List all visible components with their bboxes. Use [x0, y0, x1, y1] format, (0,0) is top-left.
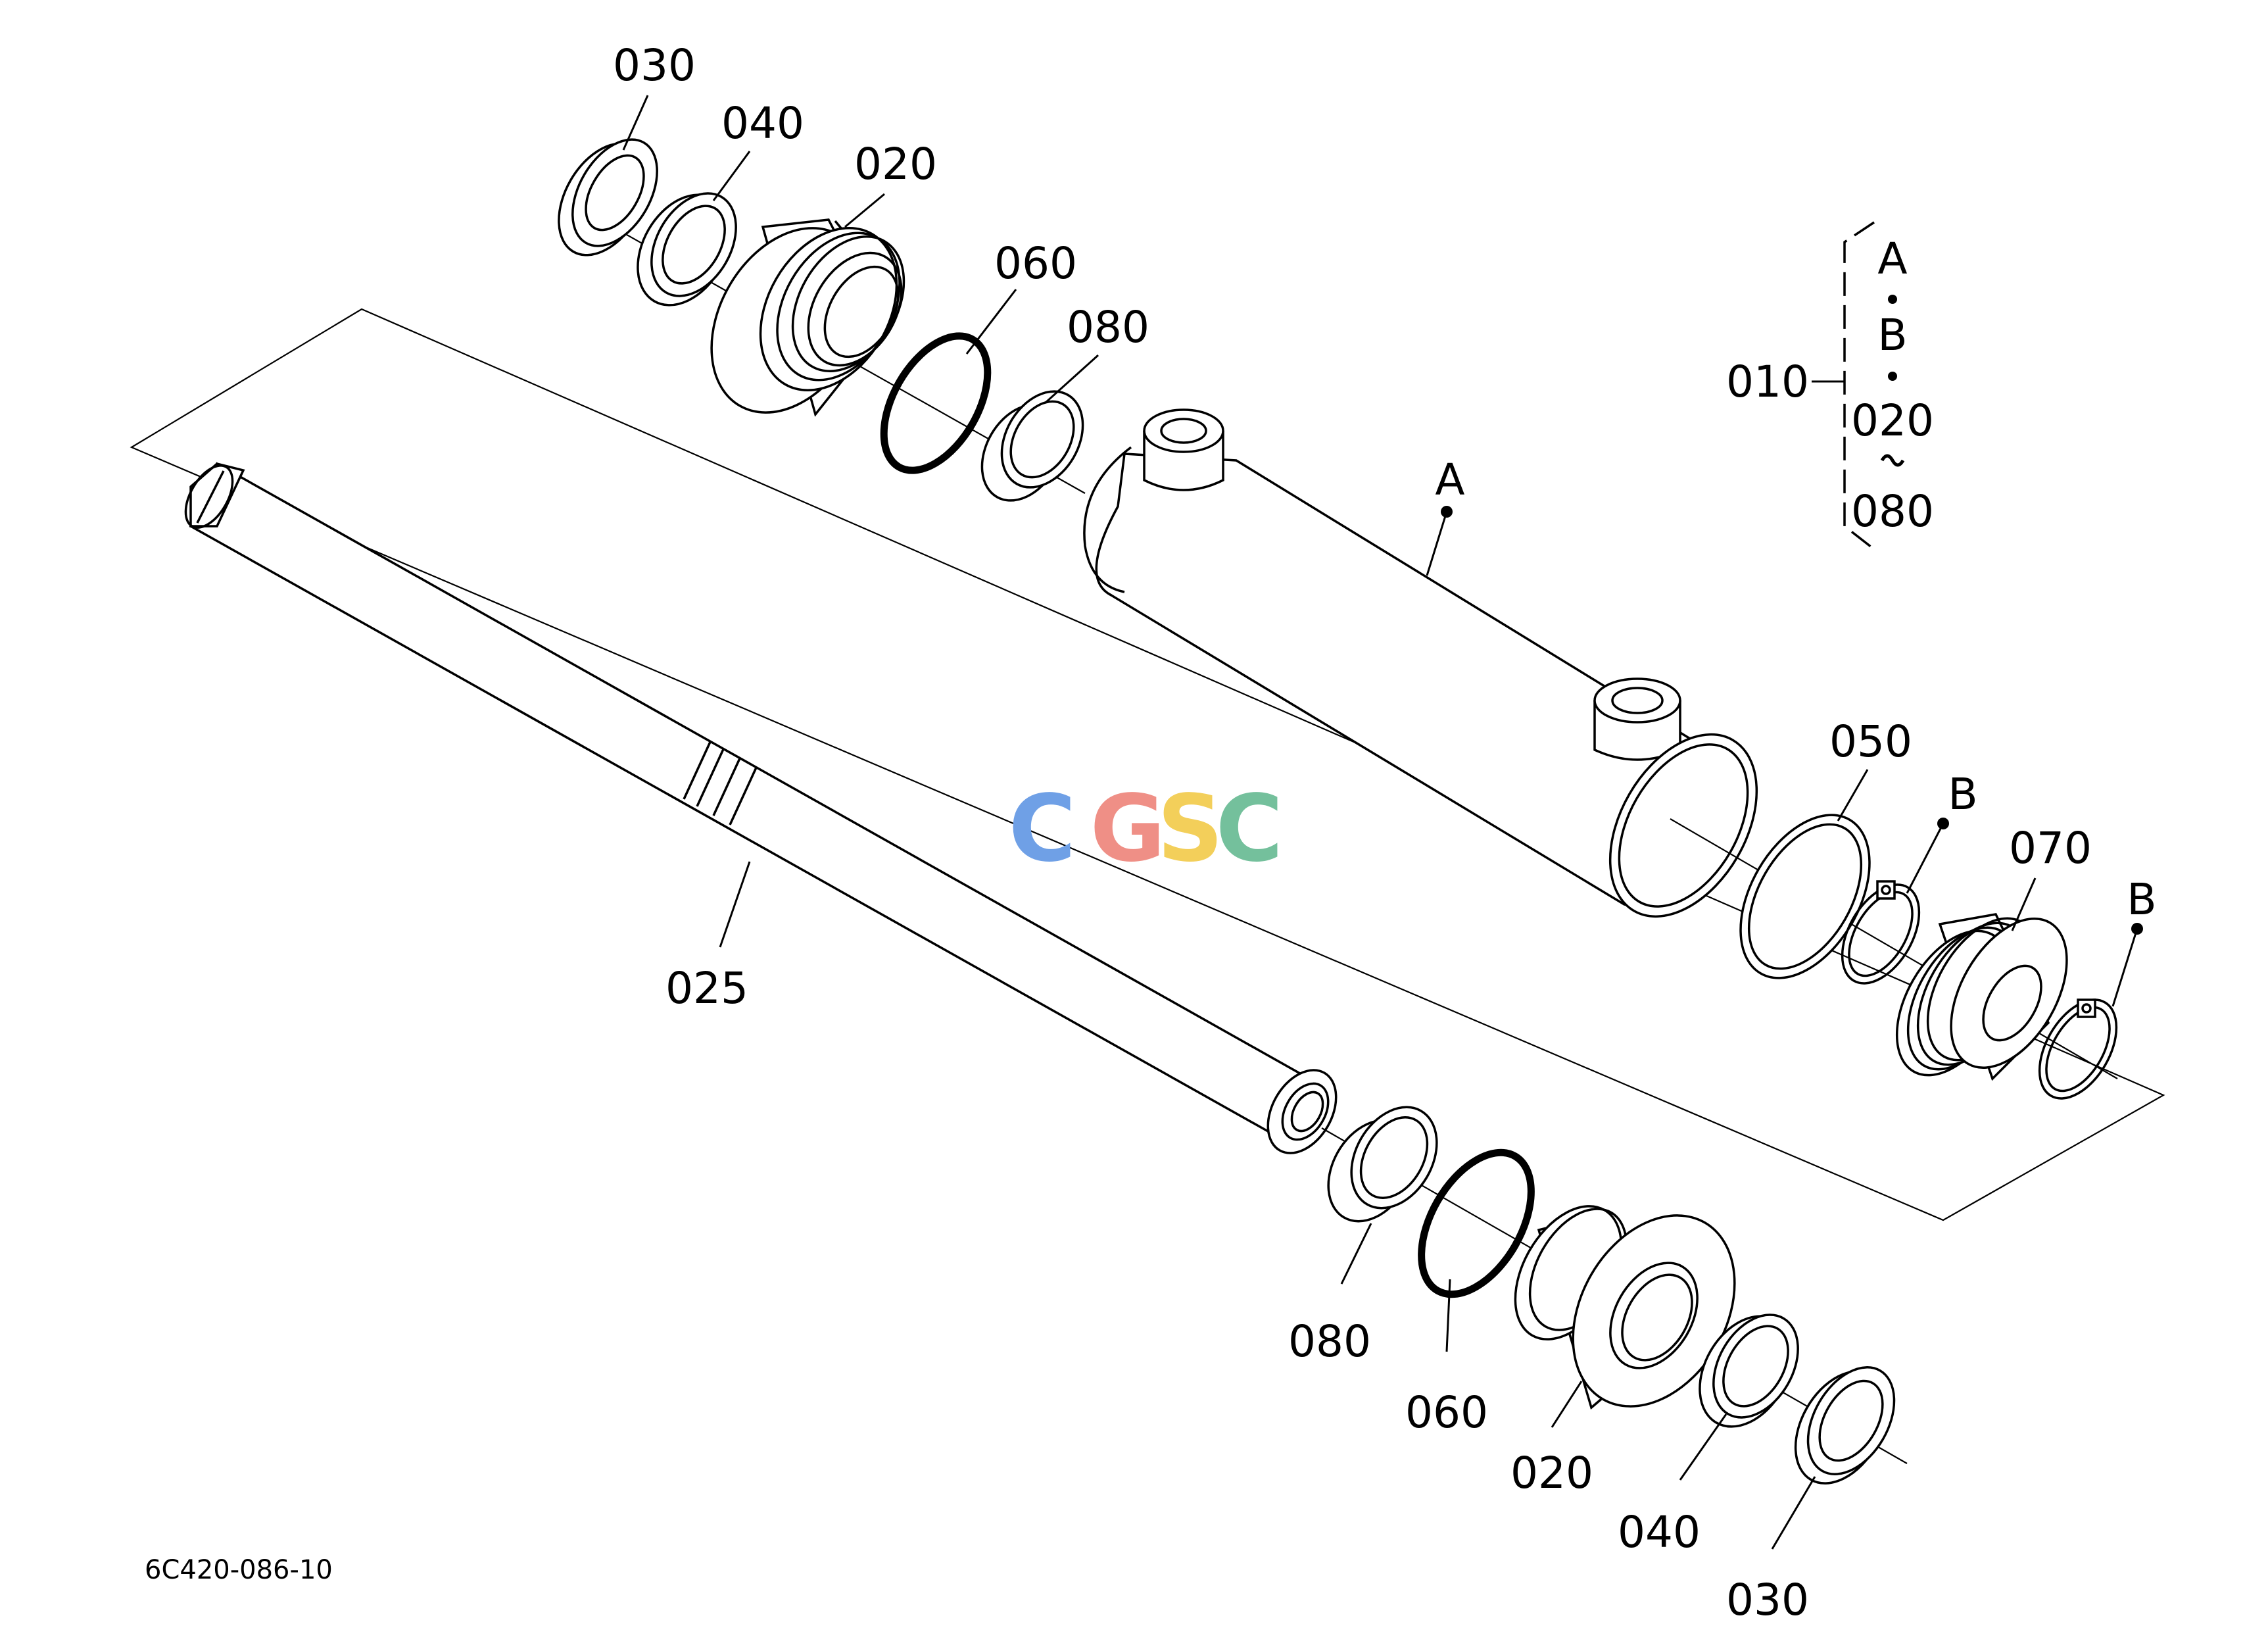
- label-top-040: 040: [721, 98, 804, 149]
- part-b-snap-ring-1: [1841, 880, 1921, 985]
- label-top-030: 030: [613, 40, 696, 91]
- callout-labels: 030 040 020 060 080 A 025 050 B 070 B 08…: [613, 40, 2157, 1625]
- label-seal-050: 050: [1829, 716, 1912, 767]
- assembly-line-080: 080: [1851, 486, 1934, 537]
- watermark-letter-4: C: [1216, 775, 1284, 883]
- part-b-snap-ring-2: [2038, 998, 2118, 1100]
- leader-lines: [622, 95, 2143, 1550]
- label-ring-b-1: B: [1948, 769, 1977, 820]
- right-axis-line: [1670, 818, 2118, 1079]
- label-bottom-020: 020: [1510, 1448, 1593, 1498]
- label-piston-070: 070: [2009, 823, 2092, 873]
- watermark-letter-3: S: [1157, 775, 1224, 883]
- assembly-part-label: 010: [1726, 356, 1809, 407]
- label-bottom-040: 040: [1618, 1507, 1701, 1558]
- part-025-piston-rod: [184, 462, 1338, 1154]
- part-030-top-dust-seal: [558, 138, 658, 257]
- part-040-bottom-backup-ring: [1699, 1314, 1799, 1428]
- watermark-logo: C G S C: [1009, 775, 1284, 883]
- part-020-bottom-gland: [1514, 1205, 1736, 1410]
- assembly-line-b: B: [1877, 310, 1907, 360]
- label-rod-025: 025: [665, 963, 748, 1014]
- watermark-letter-1: C: [1009, 775, 1076, 883]
- label-top-020: 020: [854, 139, 937, 189]
- part-030-bottom-dust-seal: [1794, 1366, 1896, 1485]
- diagram-code: 6C420-086-10: [145, 1555, 333, 1585]
- part-080-bottom-bushing: [1327, 1106, 1438, 1223]
- label-ring-b-2: B: [2127, 874, 2156, 925]
- assembly-line-020: 020: [1851, 395, 1934, 446]
- part-040-top-backup-ring: [637, 192, 737, 307]
- assembly-line-a: A: [1877, 234, 1907, 284]
- label-bottom-030: 030: [1726, 1575, 1809, 1625]
- label-bottom-080: 080: [1288, 1316, 1371, 1367]
- part-080-top-bushing: [980, 390, 1084, 502]
- label-bottom-060: 060: [1405, 1387, 1488, 1438]
- part-060-top-o-ring: [880, 332, 992, 474]
- part-020-top-gland: [710, 218, 905, 417]
- label-tube-a: A: [1435, 455, 1464, 505]
- part-060-bottom-o-ring: [1418, 1148, 1535, 1298]
- reference-plane: [130, 308, 2165, 1221]
- part-a-cylinder-tube: [1083, 408, 1758, 918]
- label-top-060: 060: [994, 238, 1077, 289]
- watermark-letter-2: G: [1090, 775, 1166, 883]
- part-070-piston: [1895, 913, 2068, 1081]
- assembly-bracket-010: 010 A B 020 080: [1726, 221, 1934, 551]
- label-top-080: 080: [1067, 302, 1149, 353]
